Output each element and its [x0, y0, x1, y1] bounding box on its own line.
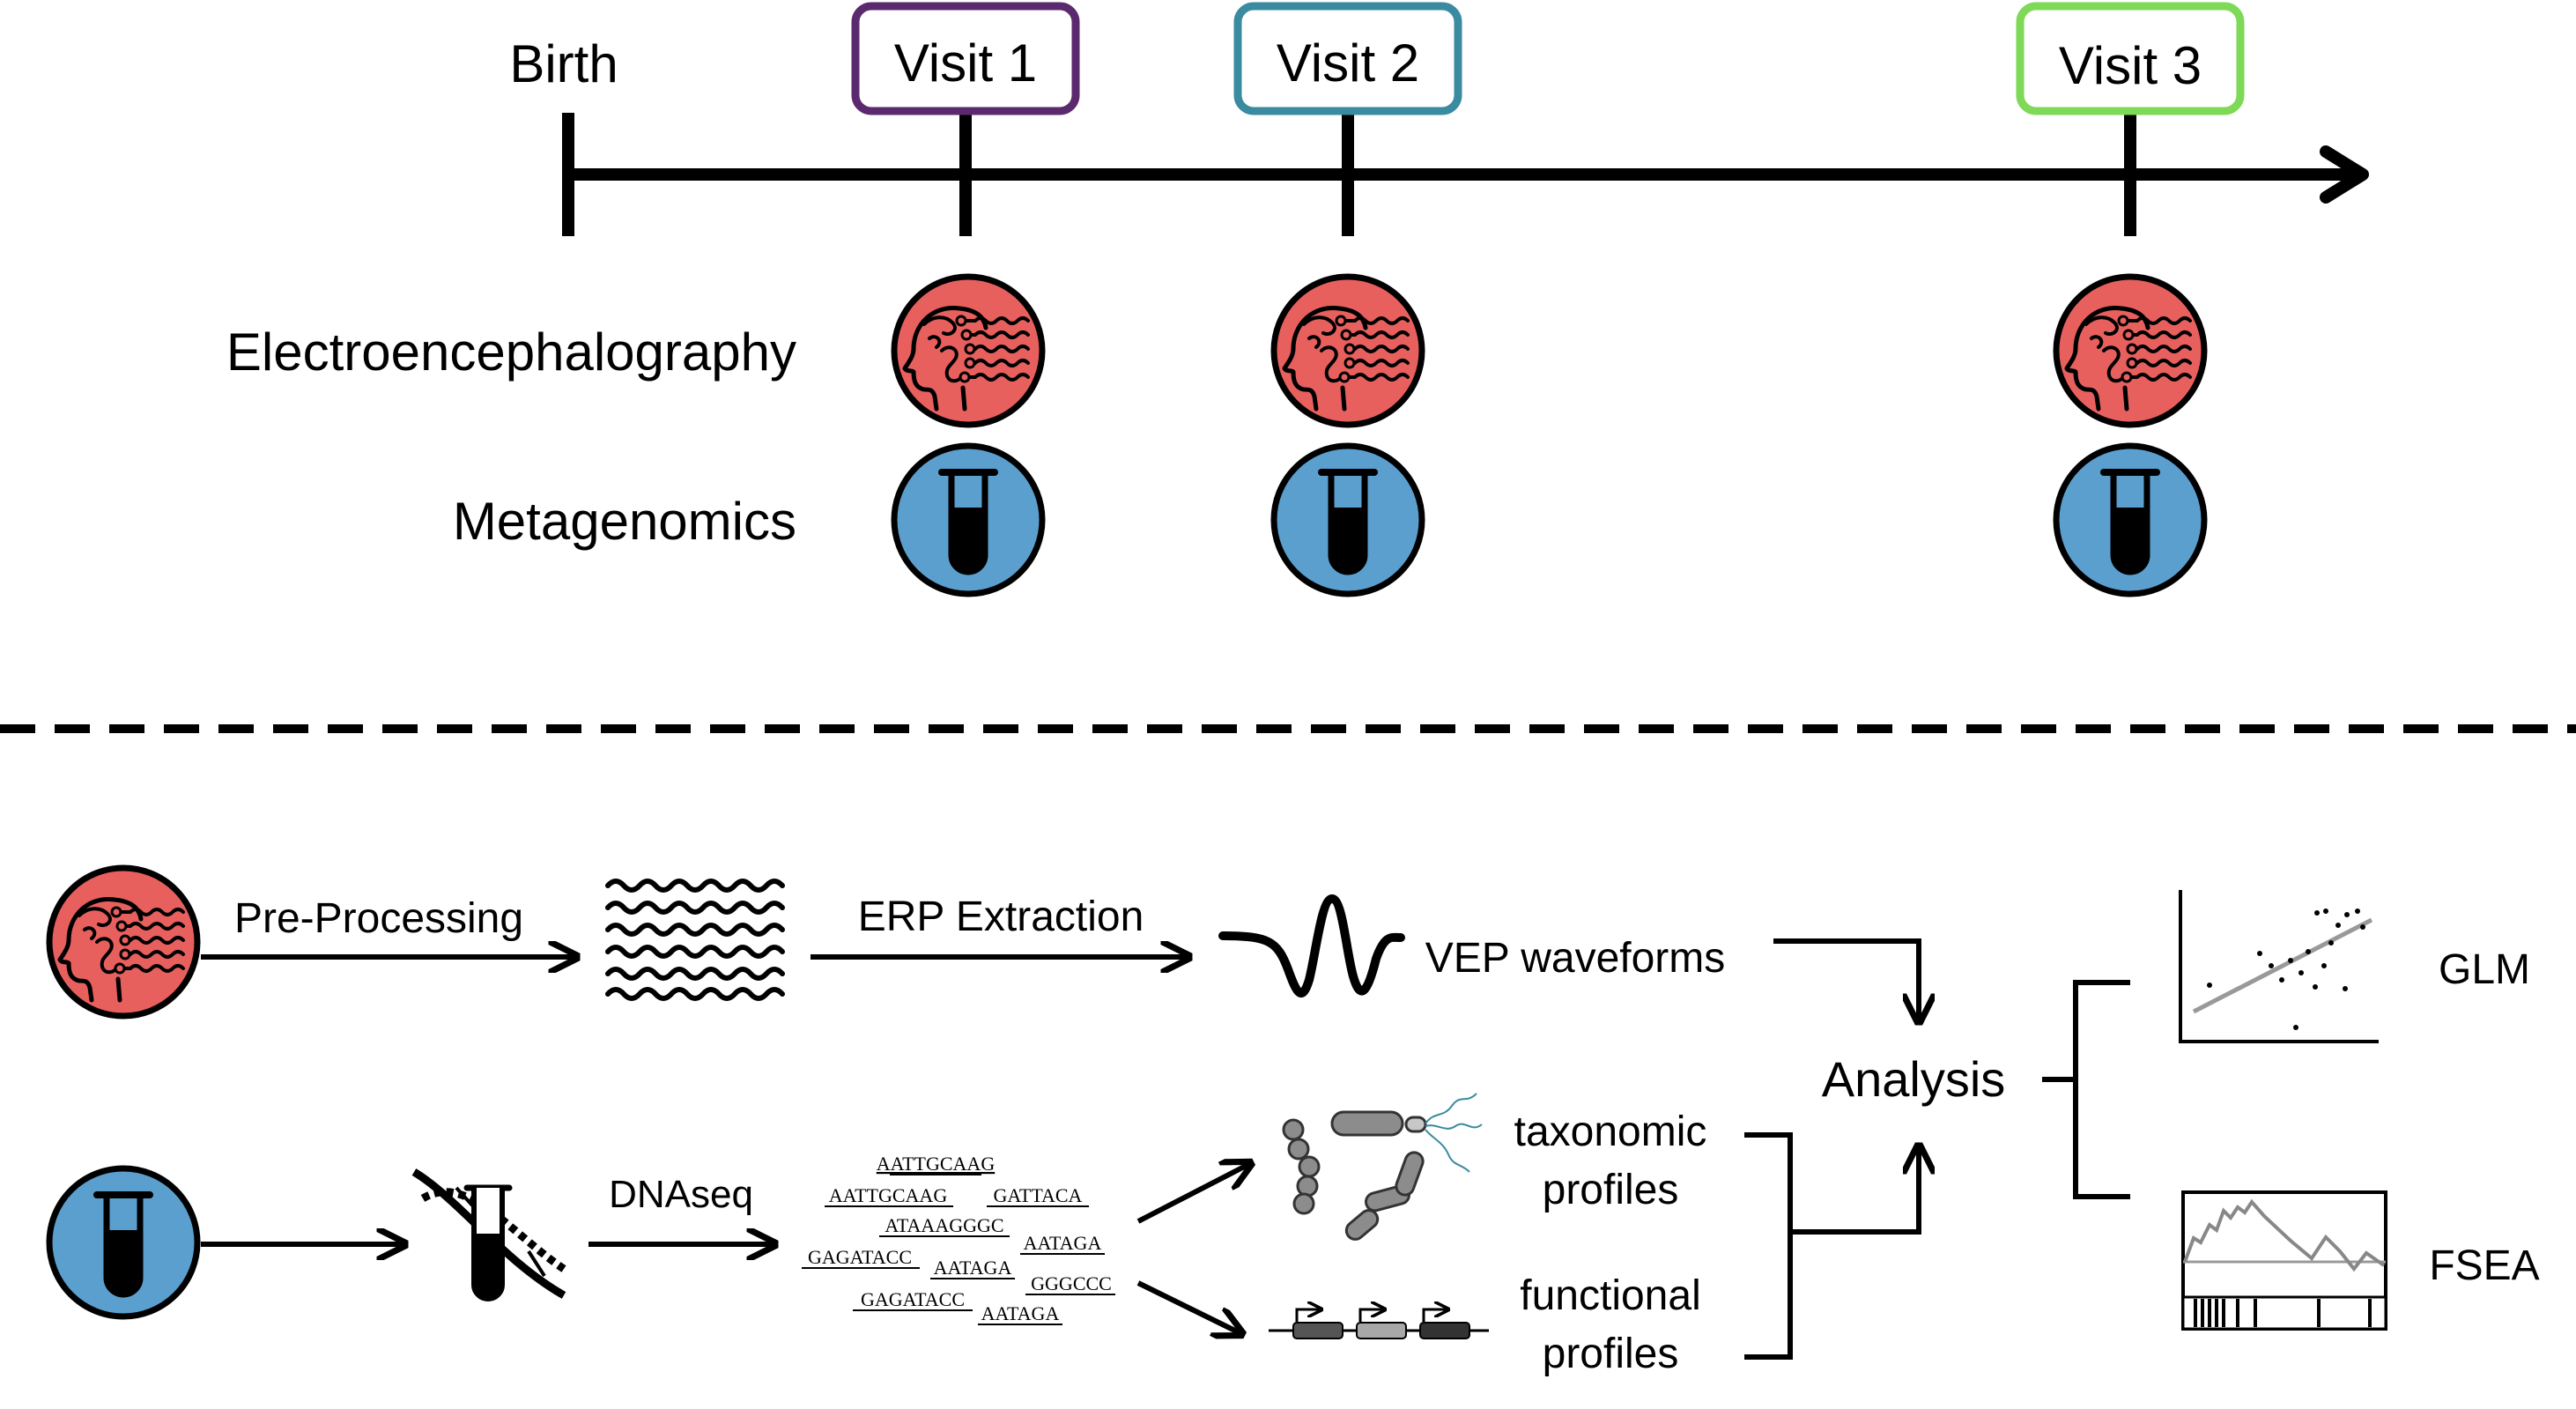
- tube-icon-visit-1: [894, 446, 1042, 594]
- tube-icon-visit-3: [2056, 446, 2204, 594]
- seq-read: ATAAAGGGC: [885, 1214, 1003, 1236]
- profiles-merge-bracket: [1744, 1135, 1919, 1360]
- visit-2-box: [1233, 2, 1462, 115]
- visit-3-box: [2016, 2, 2245, 115]
- birth-label: Birth: [509, 34, 618, 93]
- eeg-icon-visit-2: [1274, 277, 1422, 425]
- visit-3-label: Visit 3: [2059, 36, 2202, 95]
- dnaseq-label: DNAseq: [609, 1173, 753, 1216]
- sequence-reads: AATTGCAAG AATTGCAAG GATTACA ATAAAGGGC AA…: [802, 1153, 1115, 1325]
- reads-to-functional-arrow: [1136, 1280, 1242, 1334]
- seq-read: AATTGCAAG: [877, 1153, 996, 1175]
- seq-read: GAGATACC: [808, 1246, 912, 1268]
- vep-to-analysis-connector: [1773, 938, 1919, 1022]
- seq-read: AATAGA: [981, 1302, 1060, 1324]
- glm-label: GLM: [2439, 946, 2530, 993]
- eeg-icon-visit-3: [2056, 277, 2204, 425]
- visit-2-label: Visit 2: [1277, 33, 1419, 93]
- dna-tube-icon: [411, 1168, 566, 1301]
- analysis-bracket: [2042, 980, 2130, 1199]
- timeline: Birth Visit 1 Visit 2 Visit 3: [509, 2, 2369, 236]
- eeg-label: Electroencephalography: [226, 323, 796, 382]
- taxonomic-profiles-label-2: profiles: [1543, 1167, 1679, 1213]
- seq-read: AATAGA: [934, 1257, 1012, 1279]
- metagenomics-label: Metagenomics: [453, 492, 796, 551]
- vep-waveforms-label: VEP waveforms: [1425, 935, 1726, 982]
- gene-arrows-icon: [1269, 1309, 1489, 1339]
- seq-read: GGGCCC: [1031, 1272, 1112, 1294]
- preprocessing-label: Pre-Processing: [234, 895, 523, 942]
- eeg-icon-visit-1: [894, 277, 1042, 425]
- vep-waveform-icon: [1218, 894, 1405, 997]
- eeg-source-icon: [49, 868, 197, 1016]
- analysis-label: Analysis: [1822, 1051, 2006, 1107]
- fsea-enrichment-icon: [2181, 1190, 2387, 1331]
- bacteria-icon: [1282, 1093, 1483, 1241]
- modality-rows: Electroencephalography Metagenomics: [226, 277, 2204, 594]
- erp-extraction-label: ERP Extraction: [858, 894, 1144, 940]
- metagenomics-pipeline: DNAseq AATTGCAAG AATTGCAAG GATTACA ATAAA…: [49, 1093, 1919, 1377]
- reads-to-taxonomic-arrow: [1136, 1163, 1251, 1224]
- eeg-pipeline: Pre-Processing ERP Extraction VEP wavefo…: [49, 868, 1919, 1022]
- functional-profiles-label-1: functional: [1520, 1272, 1700, 1319]
- seq-read: GATTACA: [994, 1184, 1083, 1206]
- seq-read: GAGATACC: [861, 1288, 965, 1310]
- fsea-label: FSEA: [2429, 1242, 2539, 1289]
- timeline-arrowhead: [2320, 145, 2369, 204]
- eeg-traces-icon: [605, 879, 785, 1001]
- taxonomic-profiles-label-1: taxonomic: [1514, 1109, 1707, 1155]
- seq-read: AATTGCAAG: [829, 1184, 948, 1206]
- seq-read: AATAGA: [1024, 1232, 1102, 1254]
- visit-1-label: Visit 1: [894, 33, 1037, 93]
- visit-1-box: [851, 2, 1080, 115]
- analysis-section: Analysis GLM: [1822, 890, 2540, 1331]
- functional-profiles-label-2: profiles: [1543, 1331, 1679, 1377]
- tube-source-icon: [49, 1168, 197, 1316]
- glm-scatter-icon: [2179, 890, 2379, 1043]
- tube-icon-visit-2: [1274, 446, 1422, 594]
